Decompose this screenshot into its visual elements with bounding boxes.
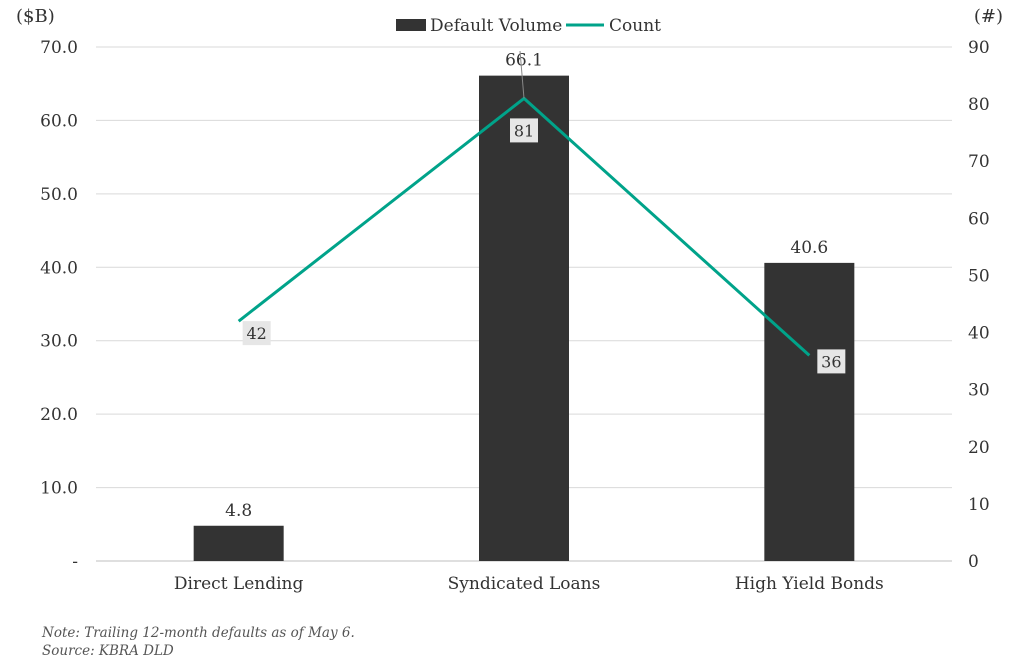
right-tick-label: 40 xyxy=(968,324,990,344)
category-axis-labels: Direct Lending Syndicated Loans High Yield… xyxy=(174,574,884,594)
category-label: Direct Lending xyxy=(174,574,304,594)
count-value-label: 36 xyxy=(821,352,841,371)
left-tick-label: 70.0 xyxy=(40,38,78,58)
left-tick-label: 30.0 xyxy=(40,332,78,352)
left-tick-label: 40.0 xyxy=(40,258,78,278)
leader-line xyxy=(519,50,525,99)
combo-chart: - 10.0 20.0 30.0 40.0 50.0 60.0 70.0 0 10 20 30 40 5… xyxy=(16,6,1003,594)
count-value-label: 42 xyxy=(246,324,266,343)
line-series: 42 81 36 xyxy=(237,50,846,374)
left-axis-unit: ($B) xyxy=(16,6,55,27)
legend-swatch-default-volume xyxy=(396,19,426,31)
right-axis-ticks: 0 10 20 30 40 50 60 70 80 90 xyxy=(968,38,990,572)
right-tick-label: 30 xyxy=(968,381,990,401)
source-text: Source: KBRA DLD xyxy=(42,643,174,659)
bar-value-label: 40.6 xyxy=(790,238,828,258)
right-tick-label: 10 xyxy=(968,495,990,515)
left-tick-label: 10.0 xyxy=(40,479,78,499)
note-text: Note: Trailing 12-month defaults as of M… xyxy=(42,625,355,641)
count-value-label: 81 xyxy=(514,121,534,140)
bar-value-label: 4.8 xyxy=(225,501,252,521)
left-tick-label: 50.0 xyxy=(40,185,78,205)
right-tick-label: 20 xyxy=(968,438,990,458)
left-tick-label: - xyxy=(72,552,78,572)
bar-value-label: 66.1 xyxy=(505,51,543,71)
left-axis-ticks: - 10.0 20.0 30.0 40.0 50.0 60.0 70.0 xyxy=(40,38,78,572)
chart-notes: Note: Trailing 12-month defaults as of M… xyxy=(42,624,355,660)
category-label: High Yield Bonds xyxy=(735,574,884,594)
category-label: Syndicated Loans xyxy=(448,574,601,594)
legend-label-count: Count xyxy=(609,16,661,36)
count-label-box xyxy=(242,321,271,346)
right-tick-label: 60 xyxy=(968,209,990,229)
bar xyxy=(193,525,284,561)
legend-label-default-volume: Default Volume xyxy=(430,16,562,36)
right-axis-unit: (#) xyxy=(974,6,1003,27)
left-tick-label: 20.0 xyxy=(40,405,78,425)
count-label-box xyxy=(510,118,538,143)
bar-series: 4.8 66.1 40.6 xyxy=(193,51,855,561)
right-tick-label: 90 xyxy=(968,38,990,58)
count-label-box xyxy=(817,349,846,374)
left-tick-label: 60.0 xyxy=(40,111,78,131)
bar xyxy=(764,262,855,561)
right-tick-label: 70 xyxy=(968,152,990,172)
right-tick-label: 80 xyxy=(968,95,990,115)
right-tick-label: 0 xyxy=(968,552,979,572)
bar xyxy=(479,75,569,561)
legend: Default Volume Count xyxy=(396,16,661,36)
right-tick-label: 50 xyxy=(968,266,990,286)
